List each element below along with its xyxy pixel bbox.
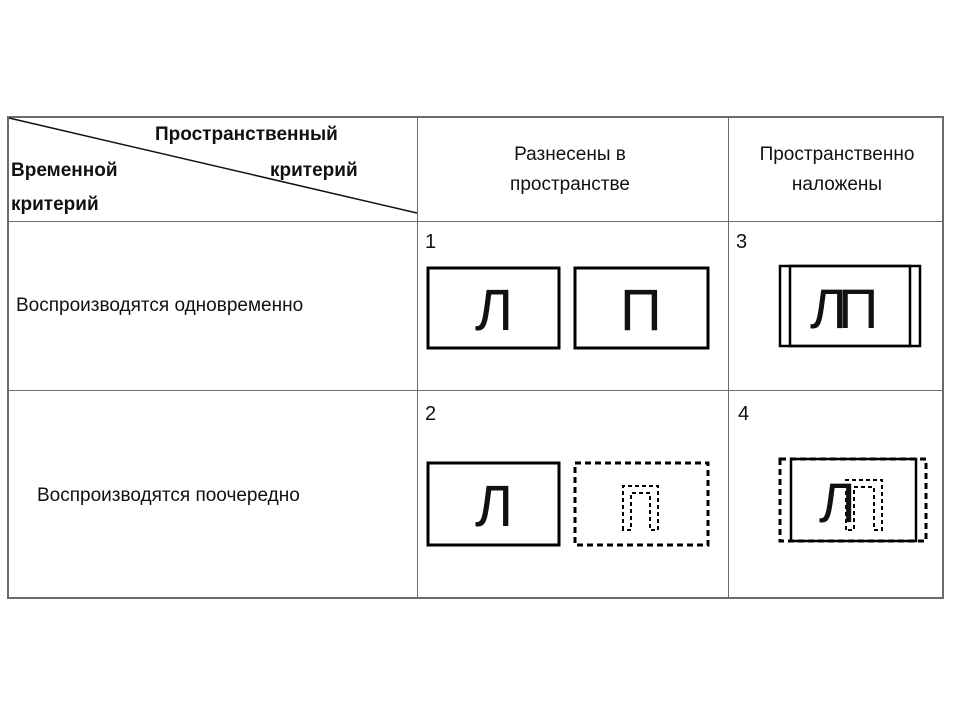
cell-number-2: 2 bbox=[425, 403, 437, 425]
header-criterion-right: критерий bbox=[270, 160, 358, 181]
cell1-letter-l: Л bbox=[475, 278, 514, 343]
header-diagonal-line bbox=[8, 117, 418, 214]
cell1-letter-p: П bbox=[620, 278, 662, 343]
cell1-left-box bbox=[426, 266, 561, 350]
table-row-divider-1 bbox=[7, 221, 943, 222]
table-border-right bbox=[942, 116, 944, 599]
row-label-simultaneous: Воспроизводятся одновременно bbox=[16, 295, 304, 316]
table-border-bottom bbox=[7, 597, 943, 599]
cell1-right-box bbox=[573, 266, 710, 350]
cell4-p-outline-dashed bbox=[845, 479, 883, 531]
cell4-letter-l: Л bbox=[819, 471, 856, 534]
table-col-divider-1 bbox=[417, 116, 418, 599]
cell-number-3: 3 bbox=[736, 231, 748, 253]
header-criterion-left: критерий bbox=[11, 194, 99, 215]
table-border-left bbox=[7, 116, 9, 599]
table-border-top bbox=[7, 116, 943, 118]
cell-number-4: 4 bbox=[738, 403, 750, 425]
table-row-divider-2 bbox=[7, 390, 943, 391]
cell2-p-outline-dashed bbox=[622, 485, 659, 531]
cell2-letter-l: Л bbox=[475, 474, 514, 539]
row-label-sequential: Воспроизводятся поочередно bbox=[37, 485, 300, 506]
column-header-separated: Разнесены в пространстве bbox=[510, 144, 630, 195]
cell3-letter-l: Л bbox=[810, 277, 847, 340]
cell-number-1: 1 bbox=[425, 231, 437, 253]
header-spatial-label: Пространственный bbox=[155, 124, 338, 145]
cell4-front-box bbox=[789, 457, 918, 543]
column-header-overlaid: Пространственно наложены bbox=[759, 144, 915, 195]
cell3-front-box bbox=[788, 264, 912, 348]
table-col-divider-2 bbox=[728, 116, 729, 599]
cell2-left-box bbox=[426, 461, 561, 547]
cell3-letter-p: П bbox=[838, 277, 879, 340]
cell2-right-box-dashed bbox=[573, 461, 710, 547]
header-temporal-word: Временной bbox=[11, 160, 118, 181]
